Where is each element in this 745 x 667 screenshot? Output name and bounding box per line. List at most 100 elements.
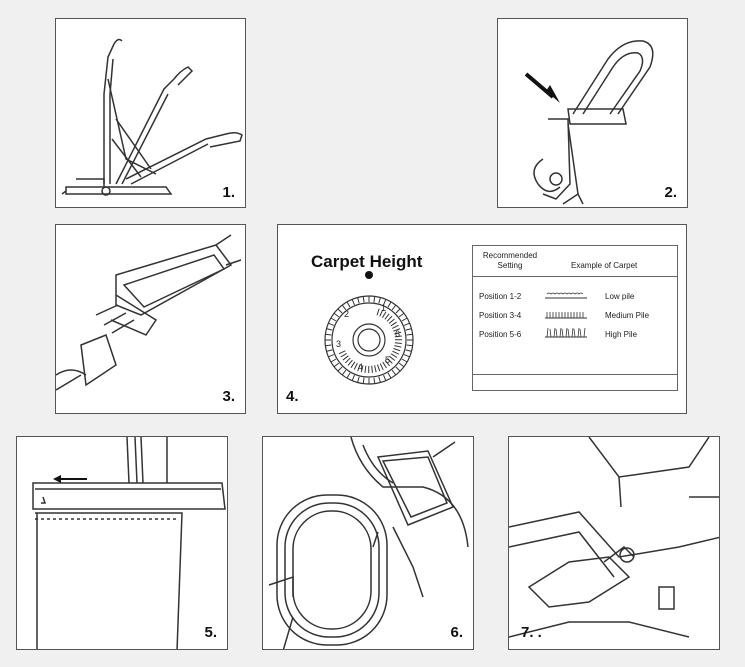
dial-inner-tick — [340, 352, 347, 358]
dial-tick — [406, 344, 413, 347]
dial-inner-tick — [353, 363, 358, 370]
dial-tick — [326, 349, 333, 352]
dial-tick — [337, 308, 343, 314]
panel-4-carpet-height: Carpet Height 1 2 3 4 5 6 Recommended Se… — [277, 224, 687, 414]
dial-inner-tick — [342, 355, 349, 361]
dial-inner-tick — [388, 318, 395, 324]
header-example-of-carpet: Example of Carpet — [571, 261, 638, 270]
dial-tick — [398, 312, 405, 318]
dial-tick — [391, 369, 397, 376]
dial-inner-tick — [390, 321, 397, 327]
step-number: 6. — [450, 624, 463, 641]
dial-inner-tick — [392, 350, 400, 355]
dial-number: 4 — [358, 362, 363, 372]
cover-illustration — [268, 437, 469, 649]
dial-tick — [351, 299, 355, 306]
dial-inner-tick — [357, 364, 361, 372]
dial-tick — [398, 362, 405, 368]
dial-tick — [341, 304, 347, 311]
dial-tick — [341, 369, 347, 376]
step-number: 2. — [664, 184, 677, 201]
dial-tick — [401, 358, 408, 363]
dial-tick — [325, 344, 332, 347]
step-number: 3. — [222, 388, 235, 405]
dial-inner-tick — [386, 315, 393, 322]
step-number: 1. — [222, 184, 235, 201]
dial-tick — [395, 366, 401, 372]
dial-inner-tick — [374, 365, 377, 373]
dial-inner-tick — [393, 347, 401, 352]
dial-inner-tick — [394, 345, 402, 348]
dial-tick — [395, 308, 401, 314]
dial-tick — [357, 376, 360, 383]
step-number: 4. — [286, 388, 299, 405]
panel-5-bag-release: 5. — [16, 436, 228, 650]
row-pile: Low pile — [605, 292, 635, 301]
lever-illustration — [509, 437, 719, 638]
dial-tick — [378, 297, 381, 304]
carpet-settings-table: Recommended Setting Example of Carpet Po… — [472, 245, 678, 391]
dial-tick — [403, 354, 410, 358]
handle-release-illustration — [524, 40, 654, 205]
dial-tick — [405, 328, 412, 331]
dial-tick — [328, 354, 335, 358]
dial-number: 2 — [344, 309, 349, 319]
dial-inner-tick — [379, 363, 384, 371]
dial-inner-tick — [393, 328, 401, 332]
dial-tick — [405, 349, 412, 352]
row-position: Position 3-4 — [479, 311, 522, 320]
carpet-pile-medium — [545, 312, 587, 319]
dial-inner-tick — [394, 342, 402, 344]
dial-number: 6 — [395, 329, 400, 339]
row-pile: Medium Pile — [605, 311, 650, 320]
carpet-height-title: Carpet Height — [311, 252, 423, 271]
dial-tick — [387, 372, 392, 379]
dial-tick — [373, 377, 376, 384]
dial-inner-tick — [390, 353, 398, 358]
dial-tick — [328, 322, 335, 326]
dial-tick — [337, 366, 343, 372]
vacuum-handle-illustration — [61, 38, 243, 196]
panel-3-power-cord: 3. — [55, 224, 246, 414]
dial-tick — [357, 297, 360, 304]
panel-6-cover: 6. — [262, 436, 474, 650]
header-recommended-setting: Recommended Setting — [482, 251, 538, 270]
dial-inner-tick — [381, 311, 387, 318]
dial-inner-tick — [384, 313, 390, 320]
dial-inner-tick — [350, 361, 356, 368]
power-cord-illustration — [56, 234, 242, 391]
dial-inner-tick — [382, 361, 387, 369]
dial-number: 3 — [336, 339, 341, 349]
arrow-icon — [546, 85, 560, 103]
step-number: 7. . — [521, 624, 542, 641]
dial-inner-tick — [394, 331, 402, 335]
dial-inner-tick — [371, 365, 373, 373]
dial-tick — [333, 312, 340, 318]
dial-inner-tick — [384, 360, 390, 367]
dial-tick — [330, 317, 337, 322]
dial-number: 5 — [385, 355, 390, 365]
dial-inner-tick — [387, 358, 393, 364]
carpet-height-dial[interactable]: 1 2 3 4 5 6 — [278, 225, 478, 414]
dial-tick — [387, 301, 392, 308]
dial-inner-tick — [344, 357, 351, 364]
bag-release-illustration — [32, 437, 226, 649]
carpet-pile-high — [545, 327, 587, 338]
dial-number: 1 — [381, 303, 386, 313]
dial-tick — [378, 376, 381, 383]
dial-tick — [362, 296, 365, 303]
row-position: Position 1-2 — [479, 292, 522, 301]
dial-tick — [383, 374, 387, 381]
dial-tick — [330, 358, 337, 363]
dial-tick — [346, 372, 351, 379]
dial-inner-tick — [338, 350, 346, 355]
panel-2-handle-release: 2. — [497, 18, 688, 208]
dial-inner-tick — [347, 359, 353, 366]
dial-inner-tick — [360, 365, 364, 373]
dial-inner-tick — [379, 309, 384, 317]
dial-tick — [391, 304, 397, 311]
dial-tick — [373, 296, 376, 303]
dial-tick — [401, 317, 408, 322]
step-number: 5. — [204, 624, 217, 641]
arrow-left-icon — [53, 475, 61, 483]
